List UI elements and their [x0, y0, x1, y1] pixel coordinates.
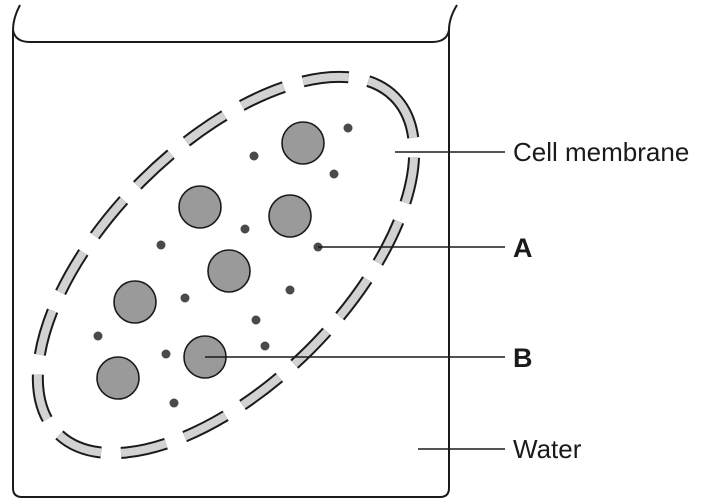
- large-particle: [282, 122, 324, 164]
- small-particle: [252, 316, 261, 325]
- small-particle: [250, 152, 259, 161]
- small-particle: [181, 294, 190, 303]
- label-water: Water: [513, 434, 582, 464]
- small-particle: [94, 332, 103, 341]
- label-a: A: [513, 233, 533, 263]
- small-particle: [162, 350, 171, 359]
- large-particle: [269, 195, 311, 237]
- large-particle: [114, 281, 156, 323]
- beaker-wall-left: [13, 5, 22, 497]
- small-particle: [170, 399, 179, 408]
- small-particle: [286, 286, 295, 295]
- large-particle: [179, 186, 221, 228]
- large-particle: [97, 357, 139, 399]
- small-particle: [241, 225, 250, 234]
- small-particle: [330, 170, 339, 179]
- small-particle: [157, 241, 166, 250]
- small-particle: [261, 342, 270, 351]
- beaker-wall-right: [440, 5, 457, 497]
- large-particle: [208, 250, 250, 292]
- label-b: B: [513, 343, 533, 373]
- label-cell-membrane: Cell membrane: [513, 137, 689, 167]
- labels: Cell membrane A B Water: [513, 137, 689, 464]
- water-surface: [13, 30, 449, 42]
- small-particle: [344, 124, 353, 133]
